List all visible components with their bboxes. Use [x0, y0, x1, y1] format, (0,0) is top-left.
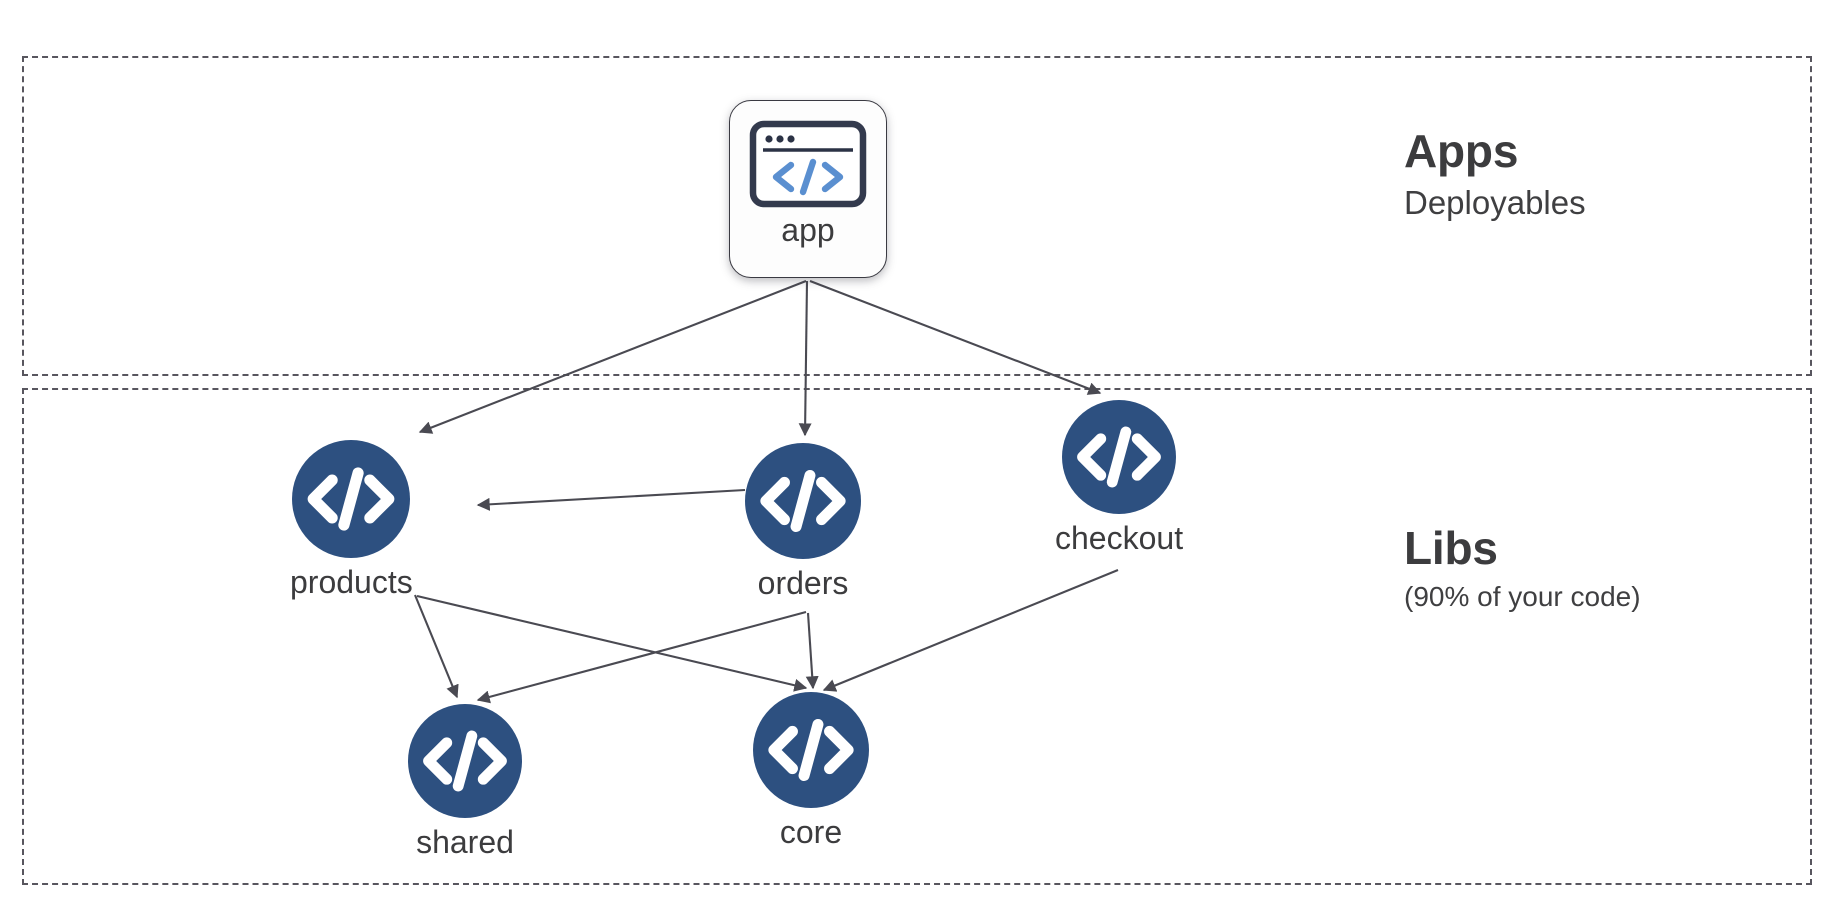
legend-apps-subtitle: Deployables [1404, 184, 1586, 221]
node-checkout-label: checkout [1055, 520, 1184, 556]
legend-apps-title: Apps [1404, 125, 1519, 177]
code-brackets-icon [292, 440, 411, 558]
legend-libs-subtitle: (90% of your code) [1404, 581, 1641, 612]
legend-apps: Apps Deployables [1404, 128, 1586, 222]
legend-libs: Libs (90% of your code) [1404, 525, 1641, 613]
node-app[interactable]: app [729, 100, 887, 278]
node-core[interactable]: core [753, 692, 869, 848]
code-brackets-icon [745, 443, 861, 559]
node-shared-label: shared [416, 824, 514, 860]
node-orders-label: orders [757, 565, 849, 601]
node-app-label: app [781, 212, 835, 248]
node-orders[interactable]: orders [745, 443, 861, 599]
node-products[interactable]: products [290, 440, 413, 598]
node-core-label: core [779, 814, 843, 850]
node-products-label: products [290, 564, 413, 600]
node-checkout[interactable]: checkout [1055, 400, 1183, 554]
code-window-icon [749, 120, 867, 208]
node-shared[interactable]: shared [408, 704, 522, 858]
code-brackets-icon [1062, 400, 1177, 514]
code-brackets-icon [408, 704, 522, 818]
legend-libs-title: Libs [1404, 522, 1498, 574]
code-brackets-icon [753, 692, 869, 808]
